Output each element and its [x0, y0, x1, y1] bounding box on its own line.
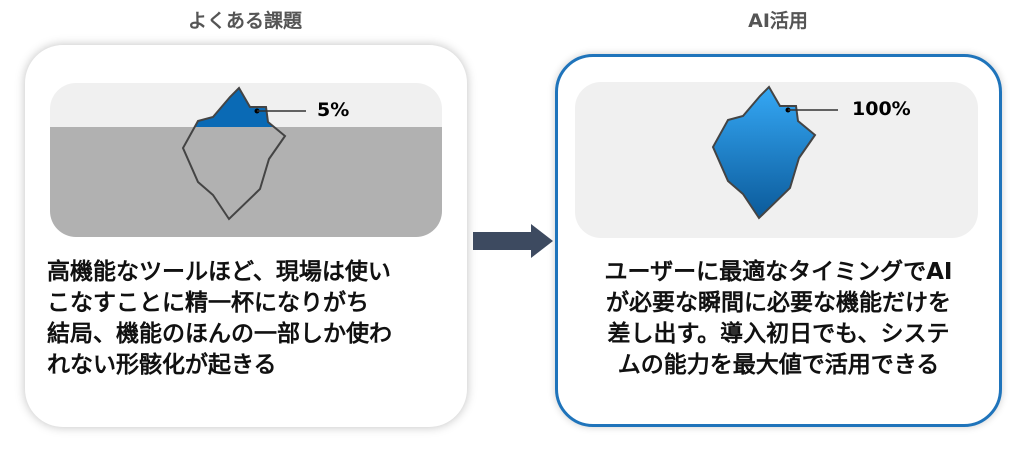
iceberg-outline [181, 86, 287, 221]
iceberg-tip [194, 88, 275, 127]
right-percent: 100% [852, 98, 911, 120]
iceberg-full [711, 85, 817, 220]
text-line: が必要な瞬間に必要な機能だけを [606, 290, 951, 316]
text-line: 差し出す。導入初日でも、システ [607, 321, 950, 347]
text-line: こなすことに精一杯になりがち [47, 290, 369, 316]
text-line: 高機能なツールほど、現場は使い [47, 259, 391, 285]
text-line: れない形骸化が起きる [47, 352, 277, 378]
left-description: 高機能なツールほど、現場は使い こなすことに精一杯になりがち 結局、機能のほんの… [47, 257, 392, 381]
text-line: ユーザーに最適なタイミングでAI [604, 259, 953, 285]
text-line: ムの能力を最大値で活用できる [617, 352, 940, 378]
text-line: 結局、機能のほんの一部しか使わ [47, 321, 392, 347]
right-title: AI活用 [748, 10, 808, 32]
left-percent: 5% [317, 99, 350, 121]
arrow-icon [473, 224, 553, 258]
left-title: よくある課題 [187, 10, 302, 32]
right-description: ユーザーに最適なタイミングでAI が必要な瞬間に必要な機能だけを 差し出す。導入… [565, 257, 992, 381]
